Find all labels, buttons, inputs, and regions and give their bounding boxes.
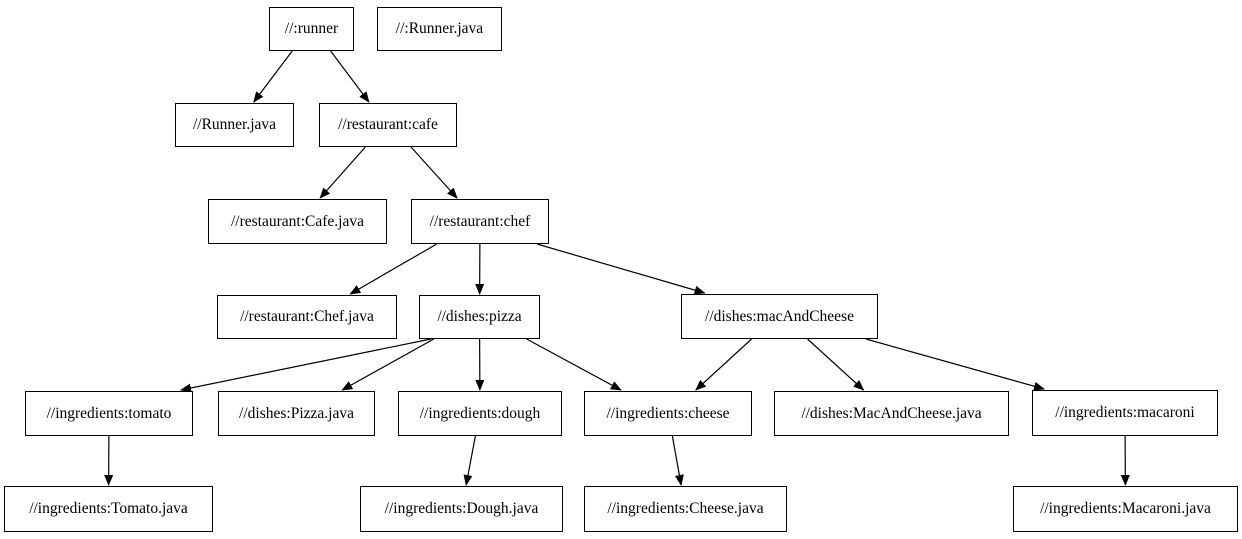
- graph-node-chef-java: //restaurant:Chef.java: [217, 295, 397, 339]
- edge-cafe-to-chef: [410, 146, 458, 199]
- graph-node-macandcheese: //dishes:macAndCheese: [681, 294, 878, 339]
- graph-node-cheese: //ingredients:cheese: [584, 391, 752, 436]
- edge-pizza-to-cheese: [526, 338, 622, 391]
- graph-node-pizza: //dishes:pizza: [419, 295, 540, 339]
- graph-node-cheese-java: //ingredients:Cheese.java: [584, 486, 787, 532]
- edge-chef-to-chef-java: [349, 243, 438, 295]
- graph-node-macaroni-java: //ingredients:Macaroni.java: [1013, 486, 1238, 532]
- graph-node-chef: //restaurant:chef: [411, 199, 549, 244]
- graph-node-tomato-java: //ingredients:Tomato.java: [4, 486, 213, 532]
- graph-node-runner-java-top: //:Runner.java: [377, 7, 502, 51]
- edge-pizza-to-tomato: [180, 338, 432, 393]
- edge-dough-to-dough-java: [463, 435, 476, 486]
- graph-node-runner-java: //Runner.java: [175, 103, 294, 147]
- edge-cheese-to-cheese-java: [671, 435, 684, 486]
- graph-node-cafe-java: //restaurant:Cafe.java: [208, 199, 387, 244]
- graph-node-macandcheese-java: //dishes:MacAndCheese.java: [774, 391, 1009, 436]
- graph-node-cafe: //restaurant:cafe: [319, 103, 457, 147]
- edge-runner-to-runner-java: [253, 50, 293, 103]
- edge-macandcheese-to-macaroni: [865, 338, 1045, 391]
- edge-macandcheese-to-cheese: [695, 338, 753, 391]
- graph-node-tomato: //ingredients:tomato: [25, 391, 193, 436]
- edge-cafe-to-cafe-java: [319, 146, 366, 199]
- graph-node-runner: //:runner: [269, 7, 354, 51]
- edge-runner-to-cafe: [330, 50, 370, 103]
- graph-node-dough: //ingredients:dough: [398, 391, 562, 436]
- edge-macandcheese-to-macandcheese-java: [807, 338, 865, 391]
- edge-pizza-to-pizza-java: [341, 338, 435, 391]
- edge-chef-to-macandcheese: [536, 243, 706, 295]
- graph-node-macaroni: //ingredients:macaroni: [1032, 390, 1218, 436]
- graph-node-pizza-java: //dishes:Pizza.java: [218, 391, 375, 436]
- graph-node-dough-java: //ingredients:Dough.java: [360, 486, 563, 532]
